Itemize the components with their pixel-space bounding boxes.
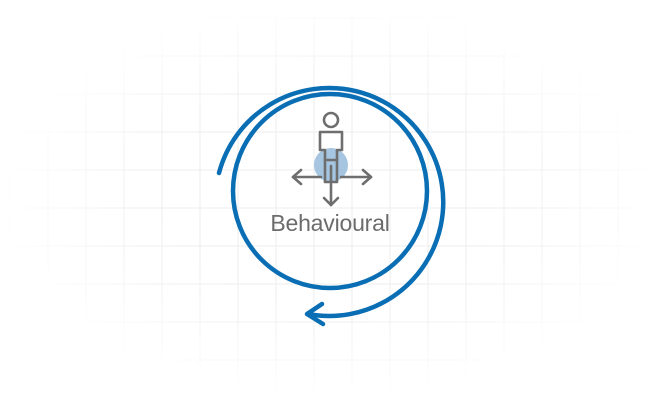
cycle-arrowhead-icon [304, 301, 326, 327]
outer-cycle-arc [216, 85, 446, 319]
person-with-directional-arrows-icon [291, 111, 373, 207]
cycle-label: Behavioural [270, 210, 390, 236]
inner-ring [230, 91, 430, 291]
